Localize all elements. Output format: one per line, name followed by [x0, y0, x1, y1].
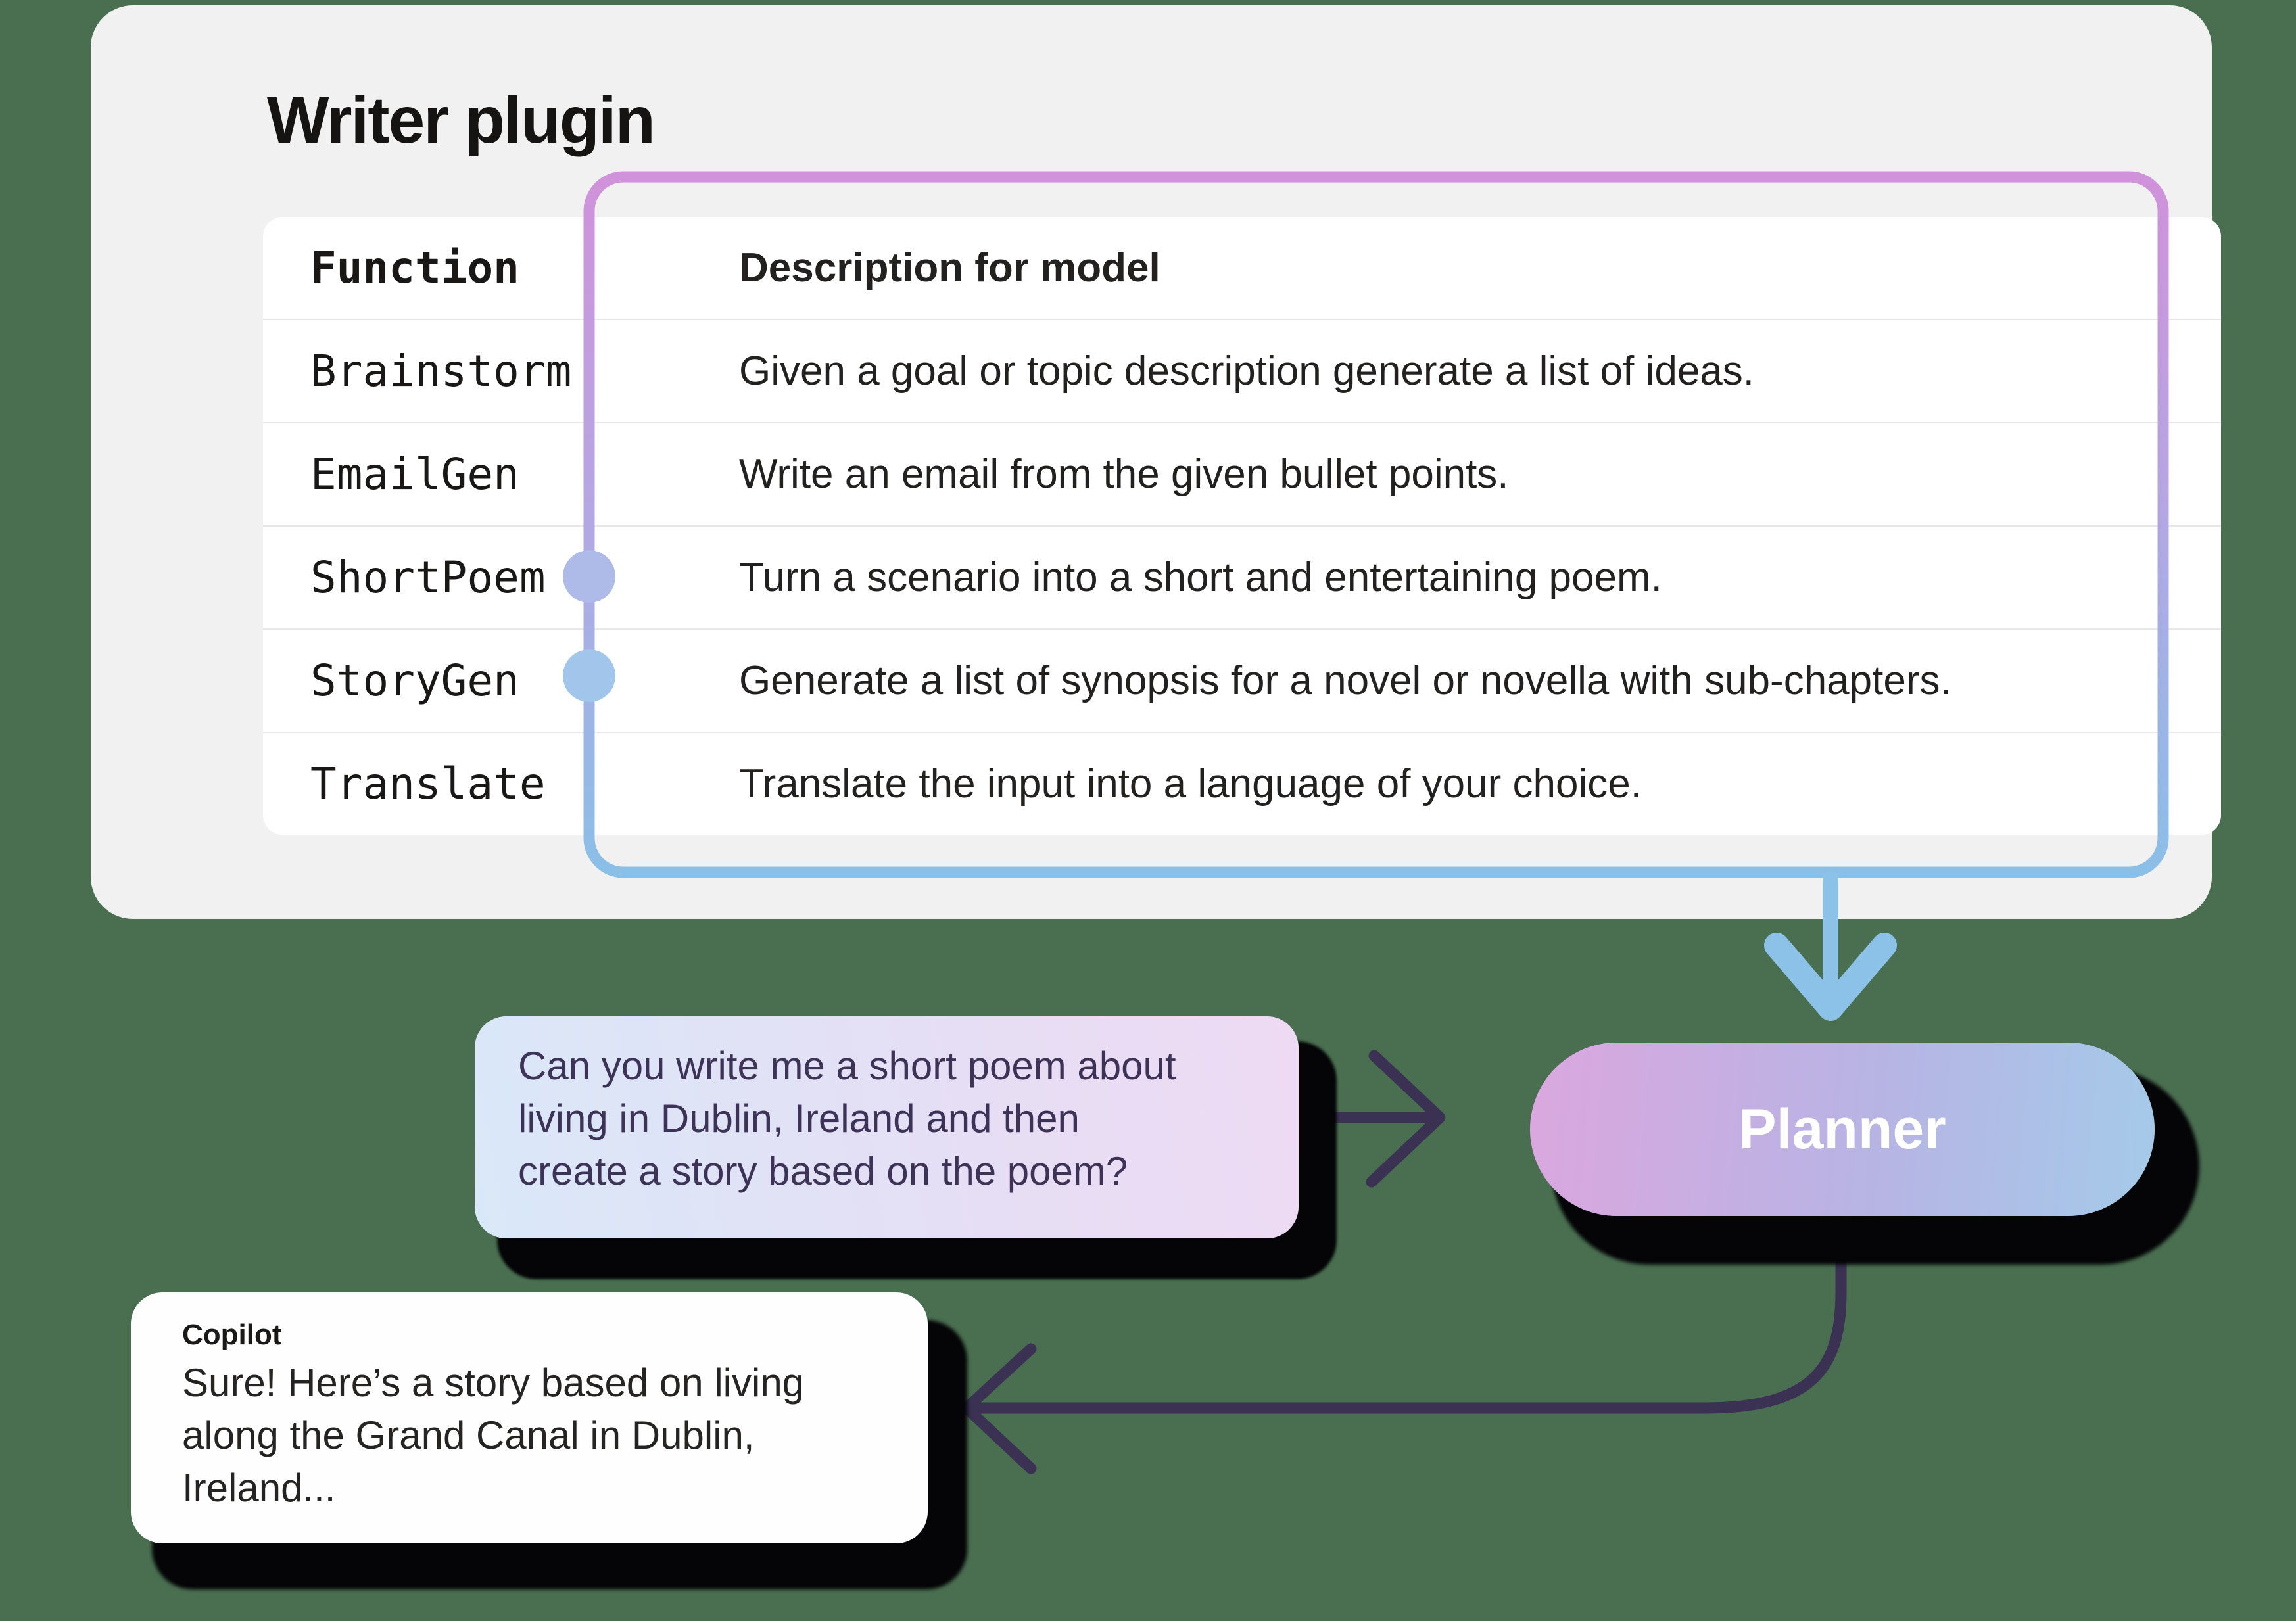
planner-label: Planner — [1738, 1097, 1946, 1161]
arrow-curved-left-icon — [961, 1214, 1847, 1474]
function-name: Brainstorm — [310, 346, 572, 396]
table-row: Brainstorm Given a goal or topic descrip… — [263, 319, 2221, 422]
function-name: StoryGen — [310, 655, 519, 706]
table-row: StoryGen Generate a list of synopsis for… — [263, 628, 2221, 732]
arrow-right-icon — [1313, 1050, 1446, 1188]
table-row: ShortPoem Turn a scenario into a short a… — [263, 525, 2221, 628]
planner-node: Planner — [1530, 1043, 2155, 1216]
function-name: ShortPoem — [310, 552, 546, 603]
function-description: Given a goal or topic description genera… — [739, 348, 1755, 394]
table-row: Translate Translate the input into a lan… — [263, 732, 2221, 835]
table-row: EmailGen Write an email from the given b… — [263, 422, 2221, 525]
copilot-speaker-label: Copilot — [182, 1319, 282, 1351]
plugin-title: Writer plugin — [267, 83, 656, 157]
function-name: EmailGen — [310, 449, 519, 500]
column-header-description: Description for model — [739, 245, 1160, 291]
user-message-bubble: Can you write me a short poem about livi… — [475, 1016, 1299, 1238]
function-description: Write an email from the given bullet poi… — [739, 452, 1509, 497]
table-header-row: Function Description for model — [263, 217, 2221, 319]
writer-plugin-card: Writer plugin Function Description for m… — [91, 5, 2221, 919]
user-message-text: Can you write me a short poem about livi… — [518, 1044, 1176, 1193]
function-description: Generate a list of synopsis for a novel … — [739, 658, 1951, 703]
copilot-message-bubble: Copilot Sure! Here’s a story based on li… — [131, 1292, 928, 1543]
function-description: Translate the input into a language of y… — [739, 761, 1642, 807]
function-name: Translate — [310, 759, 546, 809]
column-header-function: Function — [310, 243, 519, 293]
copilot-message-text: Sure! Here’s a story based on living alo… — [182, 1361, 805, 1510]
function-description: Turn a scenario into a short and enterta… — [739, 555, 1662, 600]
function-table: Function Description for model Brainstor… — [263, 217, 2221, 835]
